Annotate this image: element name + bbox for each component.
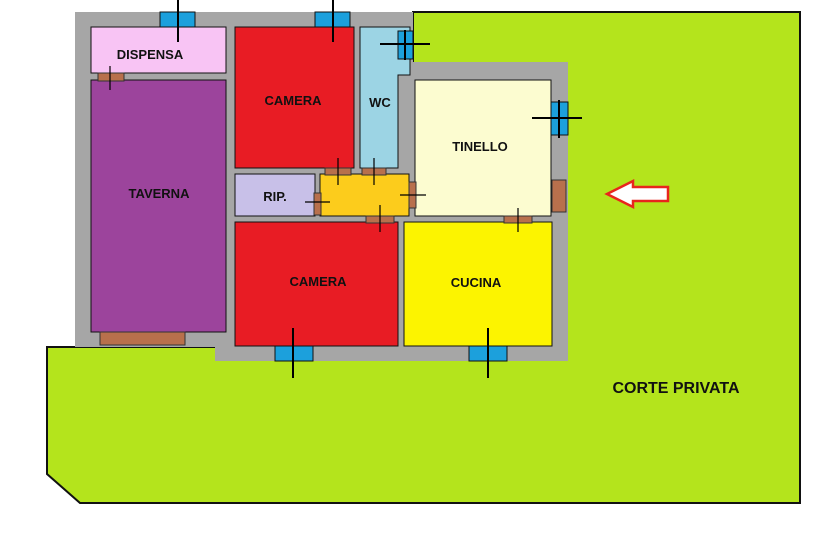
room-camera-top (234, 26, 355, 169)
label-dispensa: DISPENSA (117, 47, 184, 62)
door-taverna-exterior (99, 331, 186, 346)
label-camera-top: CAMERA (264, 93, 322, 108)
room-ripostiglio (234, 173, 316, 217)
door-dispensa (97, 72, 125, 82)
label-tinello: TINELLO (452, 139, 508, 154)
door-tinello-exterior (551, 179, 567, 213)
room-camera-bottom (234, 221, 399, 347)
door-ripostiglio (313, 192, 322, 216)
label-camera-bottom: CAMERA (289, 274, 347, 289)
label-corte-privata: CORTE PRIVATA (612, 380, 740, 397)
label-cucina: CUCINA (451, 275, 502, 290)
room-wc (359, 26, 411, 169)
label-wc: WC (369, 95, 391, 110)
room-cucina (403, 221, 553, 347)
label-taverna: TAVERNA (129, 186, 191, 201)
room-dispensa (90, 26, 227, 74)
door-markers (109, 66, 519, 232)
window-markers (177, 0, 582, 378)
entrance-arrow (604, 178, 670, 210)
label-ripostiglio: RIP. (263, 189, 287, 204)
room-corridor (319, 173, 410, 217)
room-tinello (414, 79, 552, 217)
room-taverna (90, 79, 227, 333)
